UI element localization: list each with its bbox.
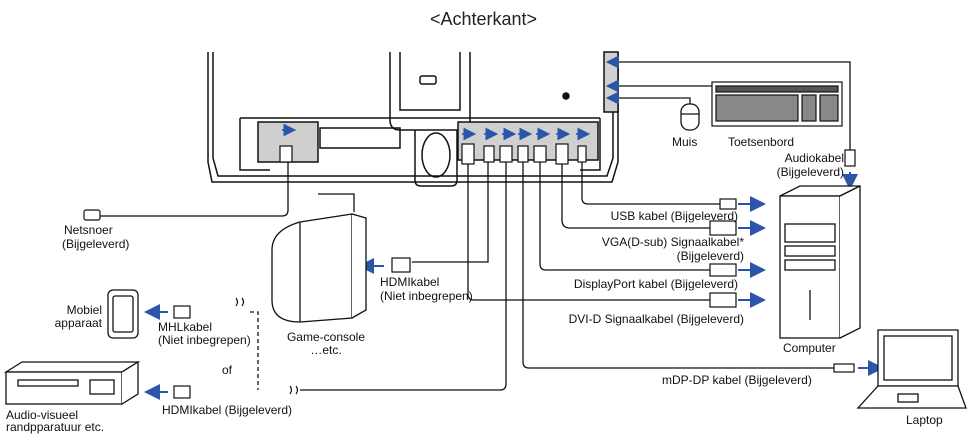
computer-tower (779, 184, 861, 339)
label-mhl: MHLkabel (158, 320, 213, 334)
label-audiokabel: Audiokabel (784, 151, 844, 165)
keyboard-device (711, 81, 843, 127)
label-game-console: Game-console (286, 330, 366, 344)
label-dvi: DVI-D Signaalkabel (Bijgeleverd) (568, 312, 744, 326)
cable-plugs (83, 149, 856, 399)
mobile-device (107, 289, 139, 339)
label-mdp: mDP-DP kabel (Bijgeleverd) (662, 373, 812, 387)
label-av: Audio-visueel (6, 408, 79, 422)
port-arrows (282, 55, 620, 141)
mouse-device (680, 103, 700, 131)
label-vga: VGA(D-sub) Signaalkabel* (601, 235, 744, 249)
label-of: of (222, 363, 233, 377)
label-muis: Muis (672, 135, 698, 149)
laptop-device (856, 329, 967, 409)
label-av-sub: randpparatuur etc. (6, 420, 105, 434)
label-displayport: DisplayPort kabel (Bijgeleverd) (573, 277, 738, 291)
label-audiokabel-sub: (Bijgeleverd) (776, 165, 844, 179)
port-connectors (279, 143, 587, 165)
monitor-back (207, 51, 619, 187)
diagram-title: <Achterkant> (429, 9, 538, 29)
destination-arrows (144, 172, 884, 400)
cables (95, 61, 851, 391)
cable-breaks (235, 297, 299, 395)
label-mobiel: Mobiel (66, 303, 102, 317)
mhl-dashed-link (250, 311, 259, 390)
game-console-device (271, 193, 367, 323)
label-hdmi-game-sub: (Niet inbegrepen) (380, 289, 473, 303)
label-netsnoer-sub: (Bijgeleverd) (62, 237, 130, 251)
label-toetsenbord: Toetsenbord (728, 135, 795, 149)
label-hdmi-game: HDMIkabel (380, 275, 440, 289)
av-device (3, 360, 141, 405)
label-hdmi-av: HDMIkabel (Bijgeleverd) (162, 403, 293, 417)
label-mhl-sub: (Niet inbegrepen) (158, 333, 251, 347)
label-usb: USB kabel (Bijgeleverd) (610, 209, 738, 223)
label-computer: Computer (783, 341, 836, 355)
label-laptop: Laptop (906, 413, 943, 427)
label-game-etc: …etc. (310, 343, 342, 357)
label-netsnoer: Netsnoer (64, 223, 113, 237)
label-vga-sub: (Bijgeleverd) (676, 249, 744, 263)
label-apparaat: apparaat (54, 316, 102, 330)
